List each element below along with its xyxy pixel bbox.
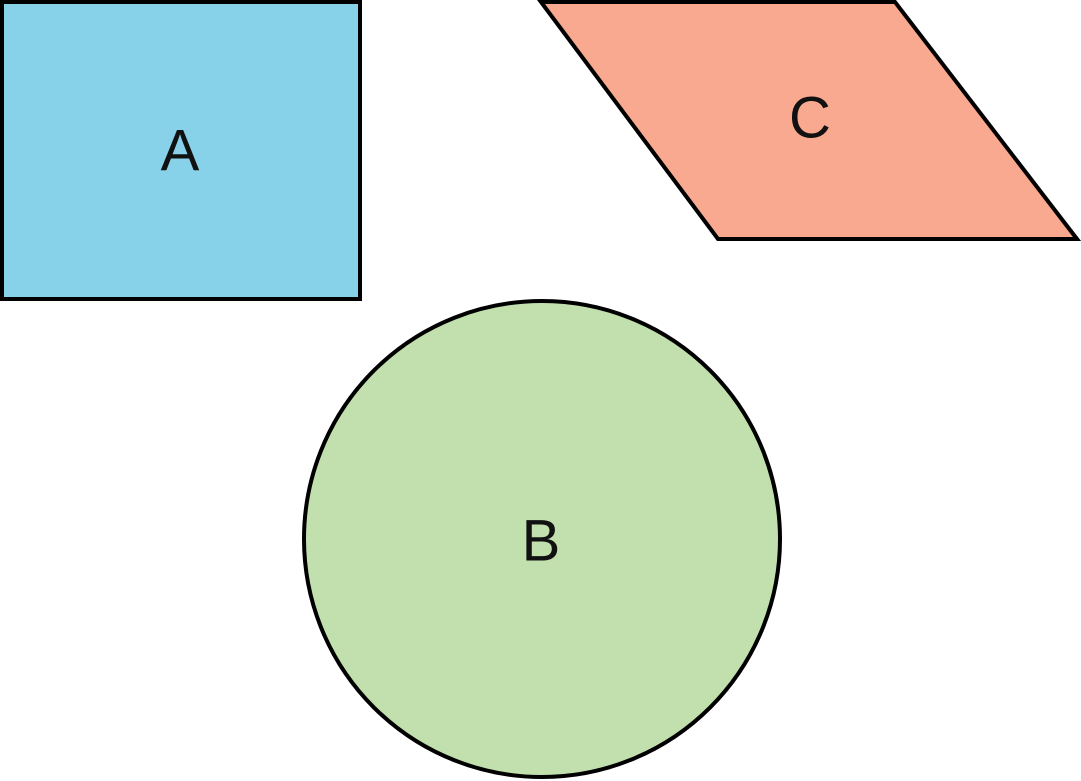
shape-b-label: B — [522, 509, 561, 574]
shape-circle-b — [302, 299, 782, 779]
shape-a-label: A — [161, 119, 200, 184]
shape-c-label: C — [789, 86, 831, 151]
shape-rectangle-a — [0, 0, 362, 301]
shape-parallelogram-c — [537, 0, 1081, 241]
